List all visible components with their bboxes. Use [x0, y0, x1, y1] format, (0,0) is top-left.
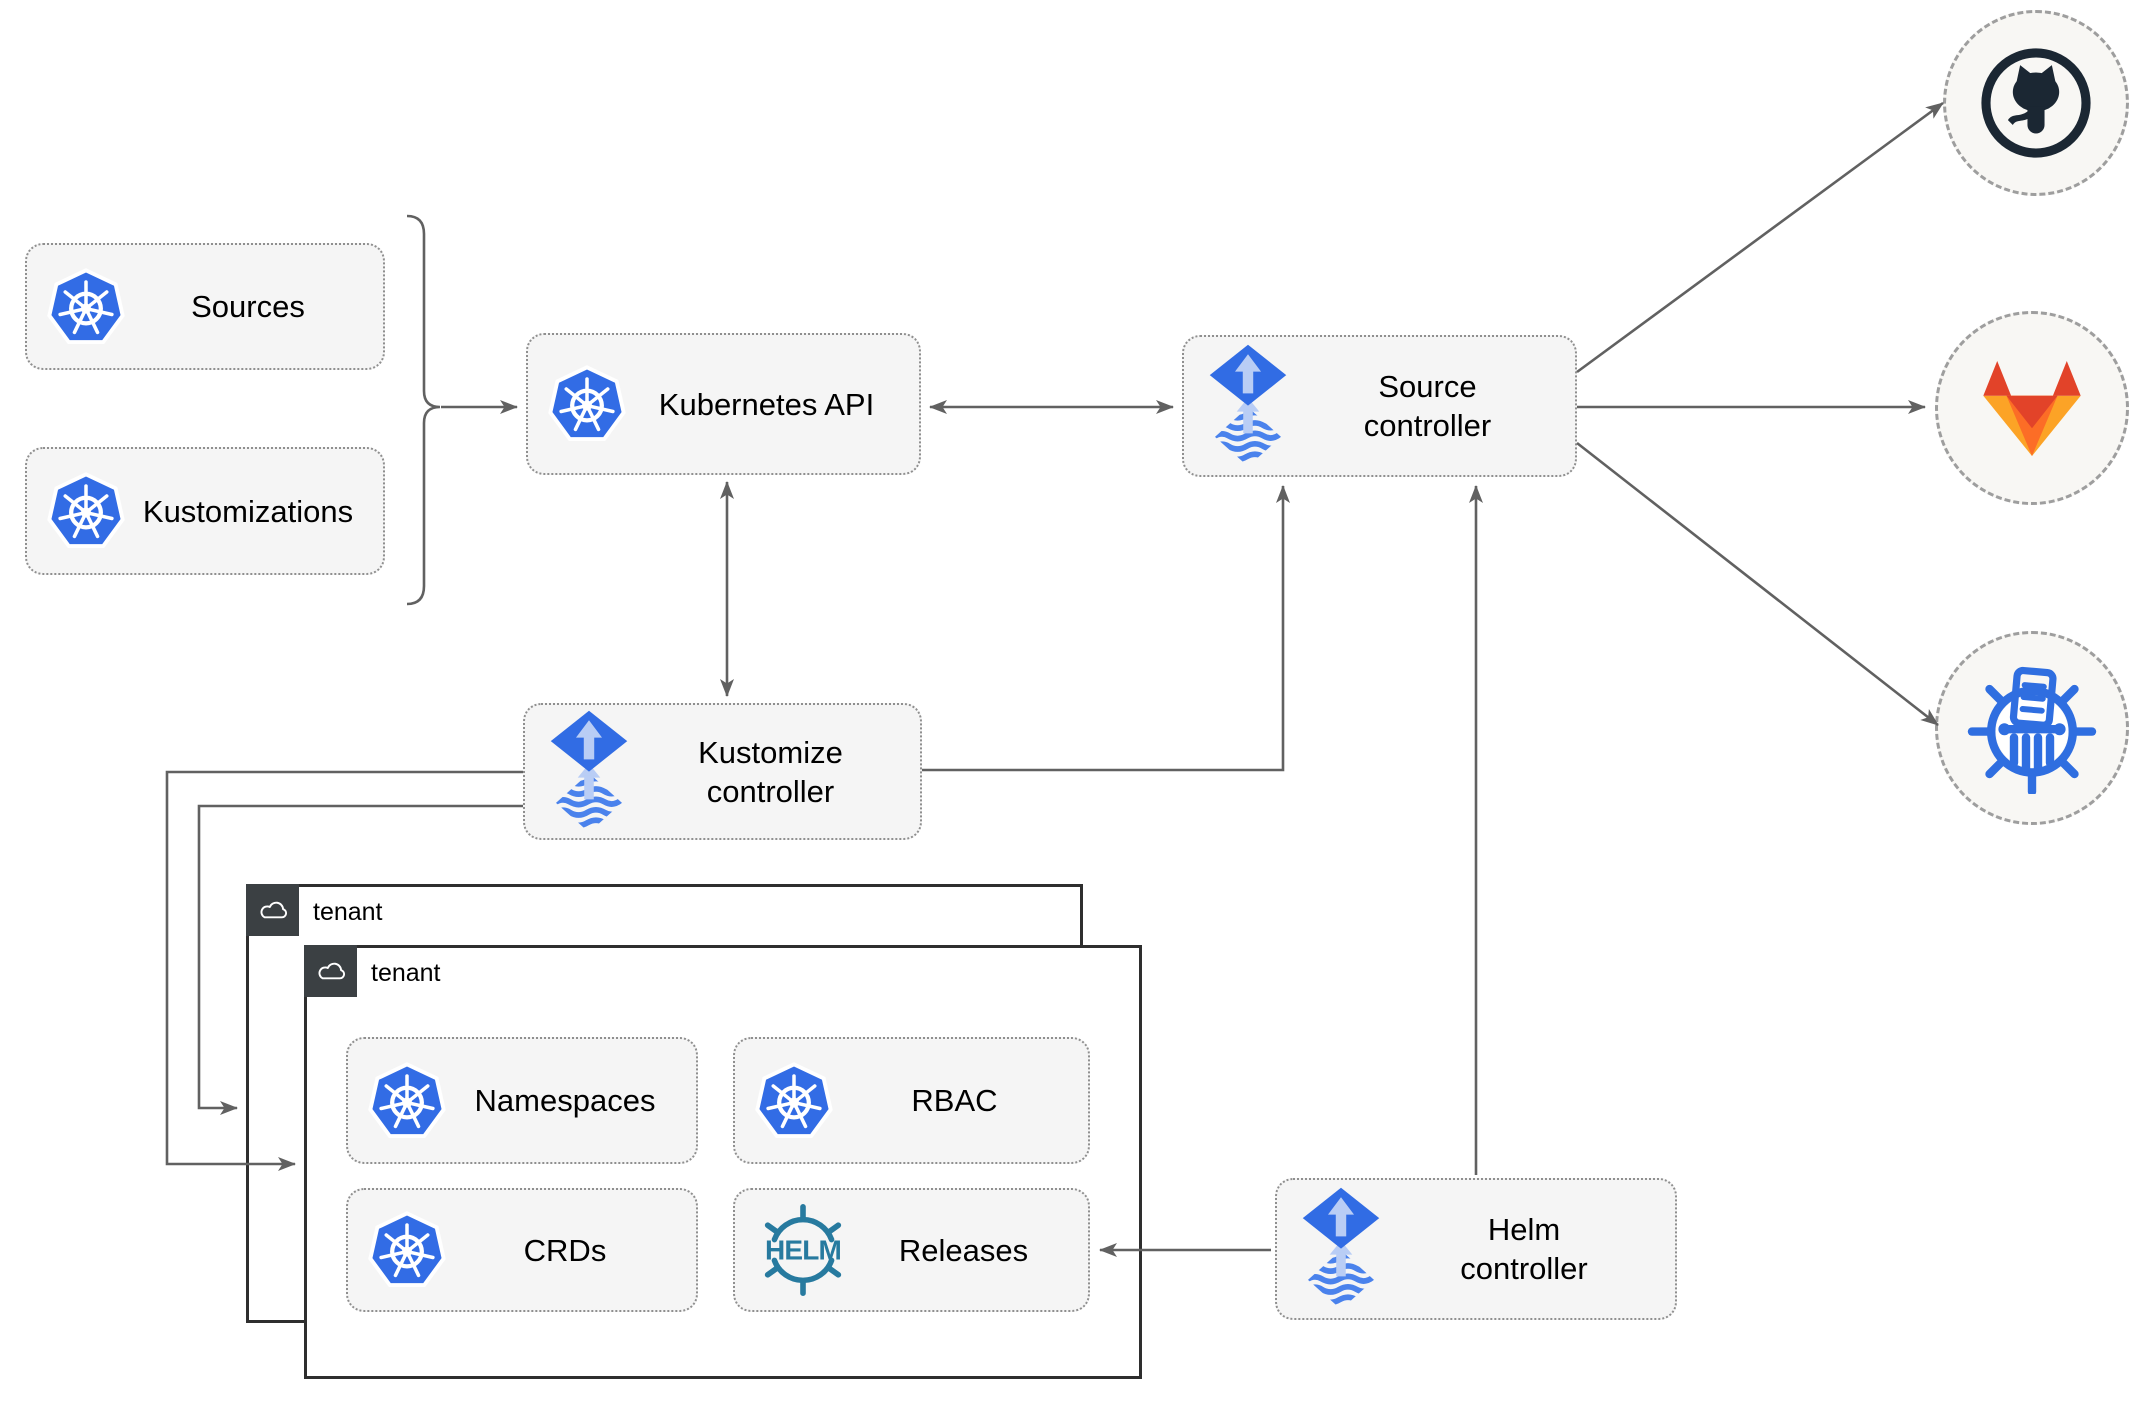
node-rbac: RBAC [733, 1037, 1090, 1164]
cloud-icon [315, 960, 347, 983]
external-chartmuseum [1935, 631, 2129, 825]
node-label: CRDs [523, 1232, 607, 1268]
tenant-tab [246, 884, 299, 936]
kubernetes-icon [755, 1062, 833, 1140]
node-label: Kubernetes API [658, 386, 875, 422]
github-icon [1975, 42, 2097, 164]
node-sources: Sources [25, 243, 385, 370]
node-kubernetes-api: Kubernetes API [526, 333, 921, 475]
node-label-line2: controller [706, 773, 835, 809]
node-label-line1: Helm [1487, 1212, 1561, 1247]
node-label: Kustomize controller [633, 733, 908, 811]
node-label: Sources [191, 289, 305, 324]
brace-sources-kustomizations [406, 214, 441, 606]
external-github [1943, 10, 2129, 196]
helm-icon-wordmark: HELM [765, 1235, 841, 1266]
node-label: Releases [898, 1232, 1029, 1268]
node-label: Kustomizations [142, 493, 354, 529]
kubernetes-icon [47, 268, 125, 346]
node-releases: HELM Releases [733, 1188, 1090, 1312]
tenant-tab [304, 945, 357, 997]
node-source-controller: Source controller [1182, 335, 1577, 477]
kubernetes-icon [47, 472, 125, 550]
node-label: Helm controller [1385, 1210, 1663, 1288]
node-helm-controller: Helm controller [1275, 1178, 1677, 1320]
flux-icon [545, 709, 633, 835]
chartmuseum-icon [1966, 662, 2098, 794]
kubernetes-icon [368, 1062, 446, 1140]
tenant-label: tenant [371, 959, 441, 987]
node-crds: CRDs [346, 1188, 698, 1312]
node-label: Namespaces [474, 1083, 656, 1118]
node-kustomizations: Kustomizations [25, 447, 385, 575]
edge-kustomize-controller-to-source-controller [922, 485, 1290, 772]
node-kustomize-controller: Kustomize controller [523, 703, 922, 840]
node-label: Source controller [1292, 367, 1563, 445]
external-gitlab [1935, 311, 2129, 505]
edge-source-controller-to-chartmuseum [1576, 441, 1939, 727]
node-label-line2: controller [1363, 408, 1492, 443]
node-label-line1: Source [1378, 369, 1477, 404]
node-label-line1: Kustomize [698, 734, 843, 770]
node-label-line2: controller [1460, 1251, 1588, 1286]
gitlab-icon [1974, 354, 2090, 463]
node-label: RBAC [911, 1083, 998, 1118]
flux-icon [1204, 343, 1292, 469]
edge-source-controller-to-github [1576, 101, 1944, 374]
kubernetes-icon [368, 1211, 446, 1289]
tenant-label: tenant [313, 898, 383, 926]
flux-icon [1297, 1186, 1385, 1312]
helm-icon: HELM [764, 1204, 842, 1296]
kubernetes-icon [548, 365, 626, 443]
cloud-icon [257, 899, 289, 922]
node-namespaces: Namespaces [346, 1037, 698, 1164]
